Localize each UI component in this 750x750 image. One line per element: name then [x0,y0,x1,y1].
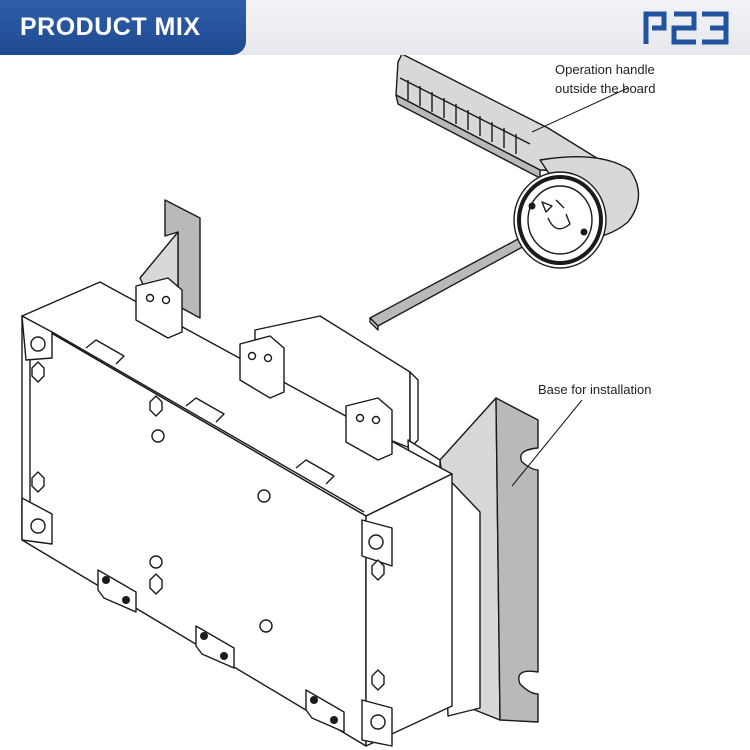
base-callout-label: Base for installation [538,382,651,397]
terminal-tab [135,277,393,461]
header-tab: PRODUCT MIX [0,0,246,55]
mounting-ear [21,315,393,747]
r23-logo-icon [643,11,729,45]
screw [31,361,385,691]
switch-body [21,277,481,747]
terminal-lug [97,569,345,733]
operation-handle [369,55,640,331]
page-title: PRODUCT MIX [20,13,201,41]
base-callout-line [511,399,583,487]
handle-callout-line [531,87,629,133]
handle-callout-label: Operation handle [555,62,655,77]
handle-callout-label: outside the board [555,81,655,96]
switch-assembly-diagram: .ln { stroke: #1a1a1a; stroke-width: 1.4… [21,55,655,747]
